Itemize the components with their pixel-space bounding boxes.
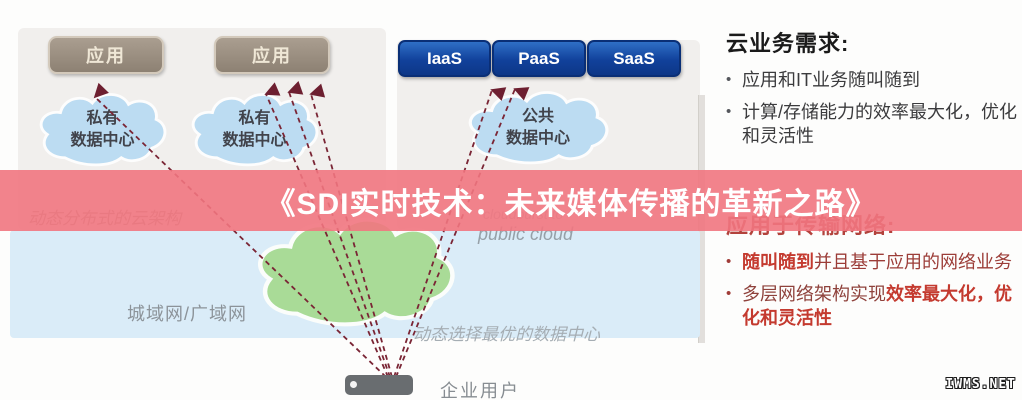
saas-box: SaaS — [587, 40, 681, 77]
transport-text: 多层网络架构实现效率最大化，优化和灵活性 — [742, 284, 1012, 328]
bullet-icon: • — [726, 103, 732, 120]
bullet-icon: • — [726, 253, 732, 270]
transport-network-section: 应用于传输网络: • 随叫随到并且基于应用的网络业务 • 多层网络架构实现效率最… — [726, 208, 1018, 338]
cloud-requirements-title: 云业务需求: — [726, 31, 850, 56]
title-banner: 《SDI实时技术：未来媒体传播的革新之路》 — [0, 170, 1022, 231]
iaas-box: IaaS — [398, 40, 491, 77]
app-box-2: 应用 — [214, 36, 330, 74]
public-datacenter-label: 公共 数据中心 — [505, 108, 570, 147]
page-title: 《SDI实时技术：未来媒体传播的革新之路》 — [265, 187, 877, 221]
private-datacenter-label-2: 私有 数据中心 — [222, 110, 287, 149]
requirement-text: 应用和IT业务随叫随到 — [742, 70, 920, 90]
transport-text: 随叫随到并且基于应用的网络业务 — [742, 252, 1012, 272]
enterprise-device-icon — [345, 375, 413, 395]
cloud-requirements-section: 云业务需求: • 应用和IT业务随叫随到 • 计算/存储能力的效率最大化，优化和… — [726, 26, 1018, 156]
transport-item: • 随叫随到并且基于应用的网络业务 — [726, 250, 1018, 274]
app-box-1: 应用 — [48, 36, 164, 74]
requirement-item: • 计算/存储能力的效率最大化，优化和灵活性 — [726, 100, 1018, 148]
wan-caption: 城域网/广域网 — [127, 304, 248, 324]
requirement-text: 计算/存储能力的效率最大化，优化和灵活性 — [742, 102, 1017, 146]
public-cloud-green — [258, 217, 455, 327]
private-datacenter-cloud-2 — [191, 93, 319, 167]
bullet-icon: • — [726, 71, 732, 88]
transport-item: • 多层网络架构实现效率最大化，优化和灵活性 — [726, 282, 1018, 330]
optimal-datacenter-caption: 动态选择最优的数据中心 — [413, 325, 600, 344]
enterprise-user-caption: 企业用户 — [440, 381, 520, 400]
bullet-icon: • — [726, 285, 732, 302]
private-datacenter-label-1: 私有 数据中心 — [70, 110, 135, 149]
paas-box: PaaS — [492, 40, 586, 77]
requirement-item: • 应用和IT业务随叫随到 — [726, 68, 1018, 92]
private-datacenter-cloud-1 — [39, 93, 167, 167]
watermark: IWMS.NET — [945, 377, 1016, 392]
public-datacenter-cloud — [468, 91, 609, 165]
